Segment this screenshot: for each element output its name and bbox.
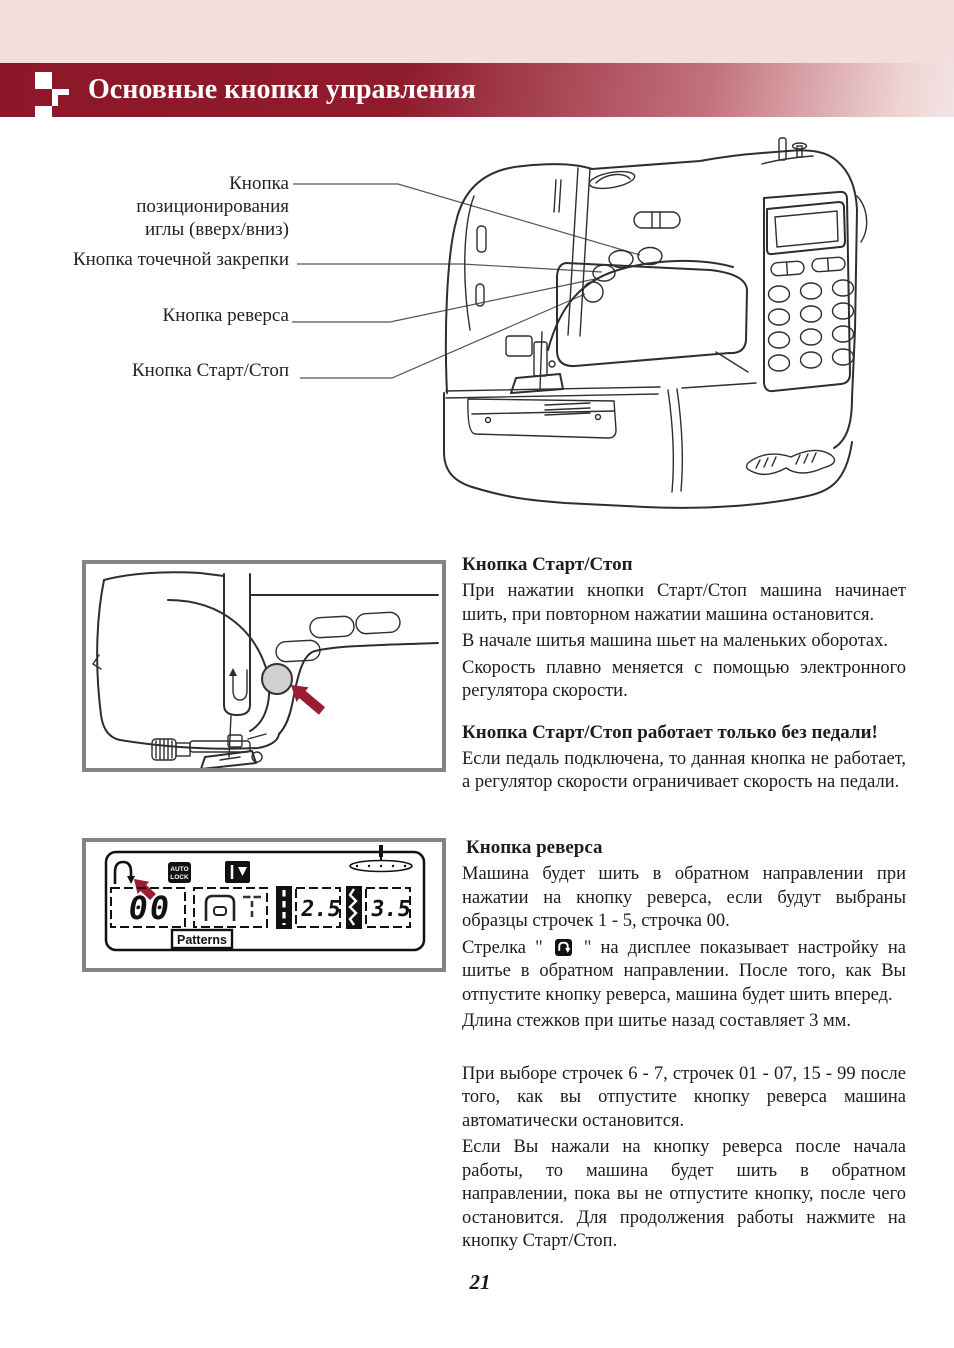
stitch-plate [467, 398, 617, 439]
lcd-display-illustration: AUTO LOCK 00 2.5 [104, 845, 426, 952]
label-point-tack: Кнопка точечной закрепки [72, 249, 289, 270]
handwheel-bulge [856, 195, 868, 243]
sewing-machine-illustration [292, 137, 868, 509]
auto-lock-icon: AUTO LOCK [168, 862, 191, 883]
pointer-arrow-icon [134, 879, 156, 900]
needle-position-button [309, 615, 355, 639]
paragraph: Машина будет шить в обратном направлении… [462, 864, 906, 931]
header-deco-square [35, 106, 52, 117]
paragraph: Длина стежков при шитье назад составляет… [462, 1011, 852, 1031]
reverse-button [592, 264, 616, 282]
start-stop-closeup-frame [82, 560, 446, 772]
svg-text:AUTO: AUTO [170, 866, 188, 873]
reverse-section: Кнопка реверса Машина будет шить в обрат… [462, 836, 906, 1257]
drop-feed-lever [745, 449, 836, 476]
lcd-screen [766, 201, 846, 256]
label-needle-positioning: Кнопка позиционирования иглы (вверх/вниз… [136, 173, 289, 240]
needle-plate-icon [349, 845, 413, 873]
pattern-number-value: 00 [126, 889, 174, 927]
point-tack-button [355, 611, 401, 635]
paragraph: Если педаль подключена, то данная кнопка… [462, 748, 906, 793]
paragraph: В начале шитья машина шьет на маленьких … [462, 631, 888, 651]
stitch-width-icon [346, 886, 362, 929]
stitch-length-display [295, 887, 341, 928]
paragraph: Если Вы нажали на кнопку реверса после н… [462, 1137, 906, 1251]
header-title-band [0, 63, 954, 117]
section-heading: Кнопка Старт/Стоп [462, 554, 633, 575]
reverse-button [275, 639, 321, 663]
function-buttons [770, 256, 846, 277]
keypad-buttons [767, 279, 855, 372]
paragraph: Скорость плавно меняется с помощью элект… [462, 657, 906, 702]
reverse-icon [113, 860, 135, 884]
reverse-icon [554, 938, 572, 956]
point-tack-button [637, 246, 663, 266]
thread-channel [223, 573, 251, 716]
lcd-display-frame: AUTO LOCK 00 2.5 [82, 838, 446, 972]
paragraph: При выборе строчек 6 - 7, строчек 01 - 0… [462, 1063, 906, 1131]
stitch-length-icon [276, 886, 292, 929]
leader-lines [292, 183, 641, 379]
svg-text:LOCK: LOCK [170, 874, 189, 881]
page-title: Основные кнопки управления [88, 74, 476, 105]
machine-body [443, 137, 868, 509]
header-pink-band [0, 0, 954, 63]
needle-position-button [608, 249, 634, 269]
paragraph: Стрелка " " на дисплее показывает настро… [462, 937, 906, 1005]
header-deco-square [35, 72, 52, 89]
stitch-width-value: 3.5 [369, 896, 412, 922]
start-stop-section: Кнопка Старт/Стоп При нажатии кнопки Ста… [462, 553, 906, 798]
vent-detail [588, 170, 636, 190]
label-start-stop: Кнопка Старт/Стоп [131, 360, 289, 381]
stitch-width-display [365, 887, 411, 928]
header-deco-square [58, 95, 69, 106]
pointer-arrow-icon [291, 685, 326, 715]
patterns-label-box: Patterns [170, 928, 234, 950]
control-panel [763, 190, 851, 393]
lcd-outline [104, 850, 426, 952]
spool-pin [778, 137, 787, 161]
needle-assembly [505, 331, 564, 394]
paragraph: При нажатии кнопки Старт/Стоп машина нач… [462, 581, 906, 625]
start-stop-button [582, 281, 604, 303]
warning-heading: Кнопка Старт/Стоп работает только без пе… [462, 721, 878, 743]
bobbin-winder-slider [633, 211, 681, 229]
pattern-type-display [193, 887, 268, 928]
start-stop-button [261, 663, 293, 695]
section-heading: Кнопка реверса [466, 837, 603, 858]
patterns-label: Patterns [177, 933, 227, 947]
stitch-length-value: 2.5 [299, 896, 342, 922]
start-stop-closeup-illustration [92, 571, 439, 768]
label-reverse: Кнопка реверса [162, 305, 289, 326]
reverse-symbol [229, 668, 248, 701]
page-number: 21 [469, 1270, 491, 1294]
needle-down-icon [225, 861, 250, 883]
needle-assembly [151, 715, 267, 768]
pattern-number-display [110, 887, 186, 928]
pattern-glyph [204, 894, 261, 921]
